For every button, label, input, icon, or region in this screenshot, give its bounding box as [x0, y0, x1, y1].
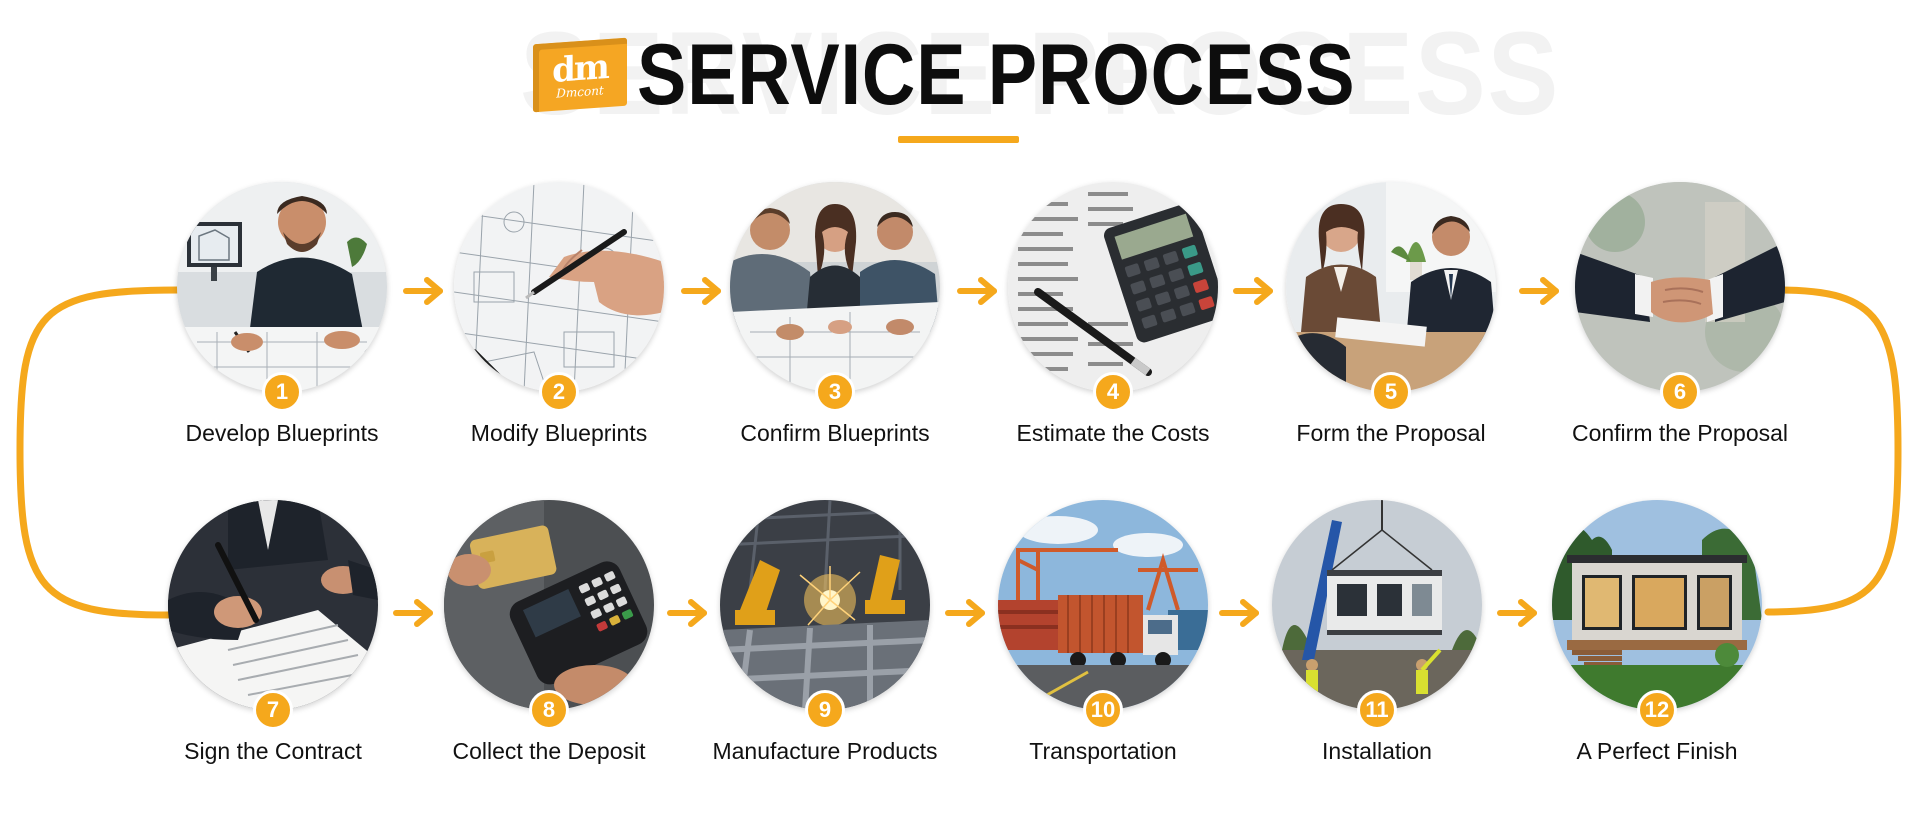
process-step-11: 11 Installation — [1232, 500, 1522, 764]
step-label: Transportation — [1029, 738, 1177, 764]
step-number-badge: 11 — [1357, 690, 1397, 730]
process-step-9: 9 Manufacture Products — [680, 500, 970, 764]
process-step-1: 1 Develop Blueprints — [137, 182, 427, 446]
step-label: Confirm the Proposal — [1571, 420, 1789, 446]
process-step-6: 6 Confirm the Proposal — [1535, 182, 1825, 446]
hand-drawing-blueprint-photo — [454, 182, 664, 392]
step-label: Estimate the Costs — [1016, 420, 1210, 446]
business-meeting-photo — [1286, 182, 1496, 392]
step-number-badge: 7 — [253, 690, 293, 730]
step-label: Form the Proposal — [1296, 420, 1486, 446]
container-truck-port-photo — [998, 500, 1208, 710]
step-number-badge: 5 — [1371, 372, 1411, 412]
step-label: Sign the Contract — [184, 738, 362, 764]
handshake-photo — [1575, 182, 1785, 392]
header: dm Dmcont SERVICE PROCESS — [533, 30, 1472, 120]
step-number-badge: 4 — [1093, 372, 1133, 412]
team-reviewing-plans-photo — [730, 182, 940, 392]
step-label: Collect the Deposit — [452, 738, 646, 764]
step-number-badge: 8 — [529, 690, 569, 730]
robotic-welding-factory-photo — [720, 500, 930, 710]
calculator-spreadsheet-photo — [1008, 182, 1218, 392]
process-step-12: 12 A Perfect Finish — [1512, 500, 1802, 764]
process-step-3: 3 Confirm Blueprints — [690, 182, 980, 446]
step-number-badge: 1 — [262, 372, 302, 412]
step-number-badge: 10 — [1083, 690, 1123, 730]
step-label: Manufacture Products — [712, 738, 938, 764]
designer-at-desk-photo — [177, 182, 387, 392]
step-number-badge: 12 — [1637, 690, 1677, 730]
signing-contract-photo — [168, 500, 378, 710]
process-step-7: 7 Sign the Contract — [128, 500, 418, 764]
step-number-badge: 9 — [805, 690, 845, 730]
step-number-badge: 2 — [539, 372, 579, 412]
crane-lifting-module-photo — [1272, 500, 1482, 710]
step-number-badge: 6 — [1660, 372, 1700, 412]
page-title: SERVICE PROCESS — [637, 27, 1356, 123]
step-number-badge: 3 — [815, 372, 855, 412]
process-step-4: 4 Estimate the Costs — [968, 182, 1258, 446]
step-label: Installation — [1322, 738, 1432, 764]
step-label: A Perfect Finish — [1576, 738, 1738, 764]
finished-modular-house-photo — [1552, 500, 1762, 710]
process-step-2: 2 Modify Blueprints — [414, 182, 704, 446]
title-underline — [898, 136, 1019, 143]
process-step-8: 8 Collect the Deposit — [404, 500, 694, 764]
step-label: Develop Blueprints — [185, 420, 379, 446]
step-label: Modify Blueprints — [470, 420, 648, 446]
step-label: Confirm Blueprints — [740, 420, 930, 446]
card-payment-terminal-photo — [444, 500, 654, 710]
process-step-10: 10 Transportation — [958, 500, 1248, 764]
process-step-5: 5 Form the Proposal — [1246, 182, 1536, 446]
company-logo: dm Dmcont — [533, 37, 627, 113]
